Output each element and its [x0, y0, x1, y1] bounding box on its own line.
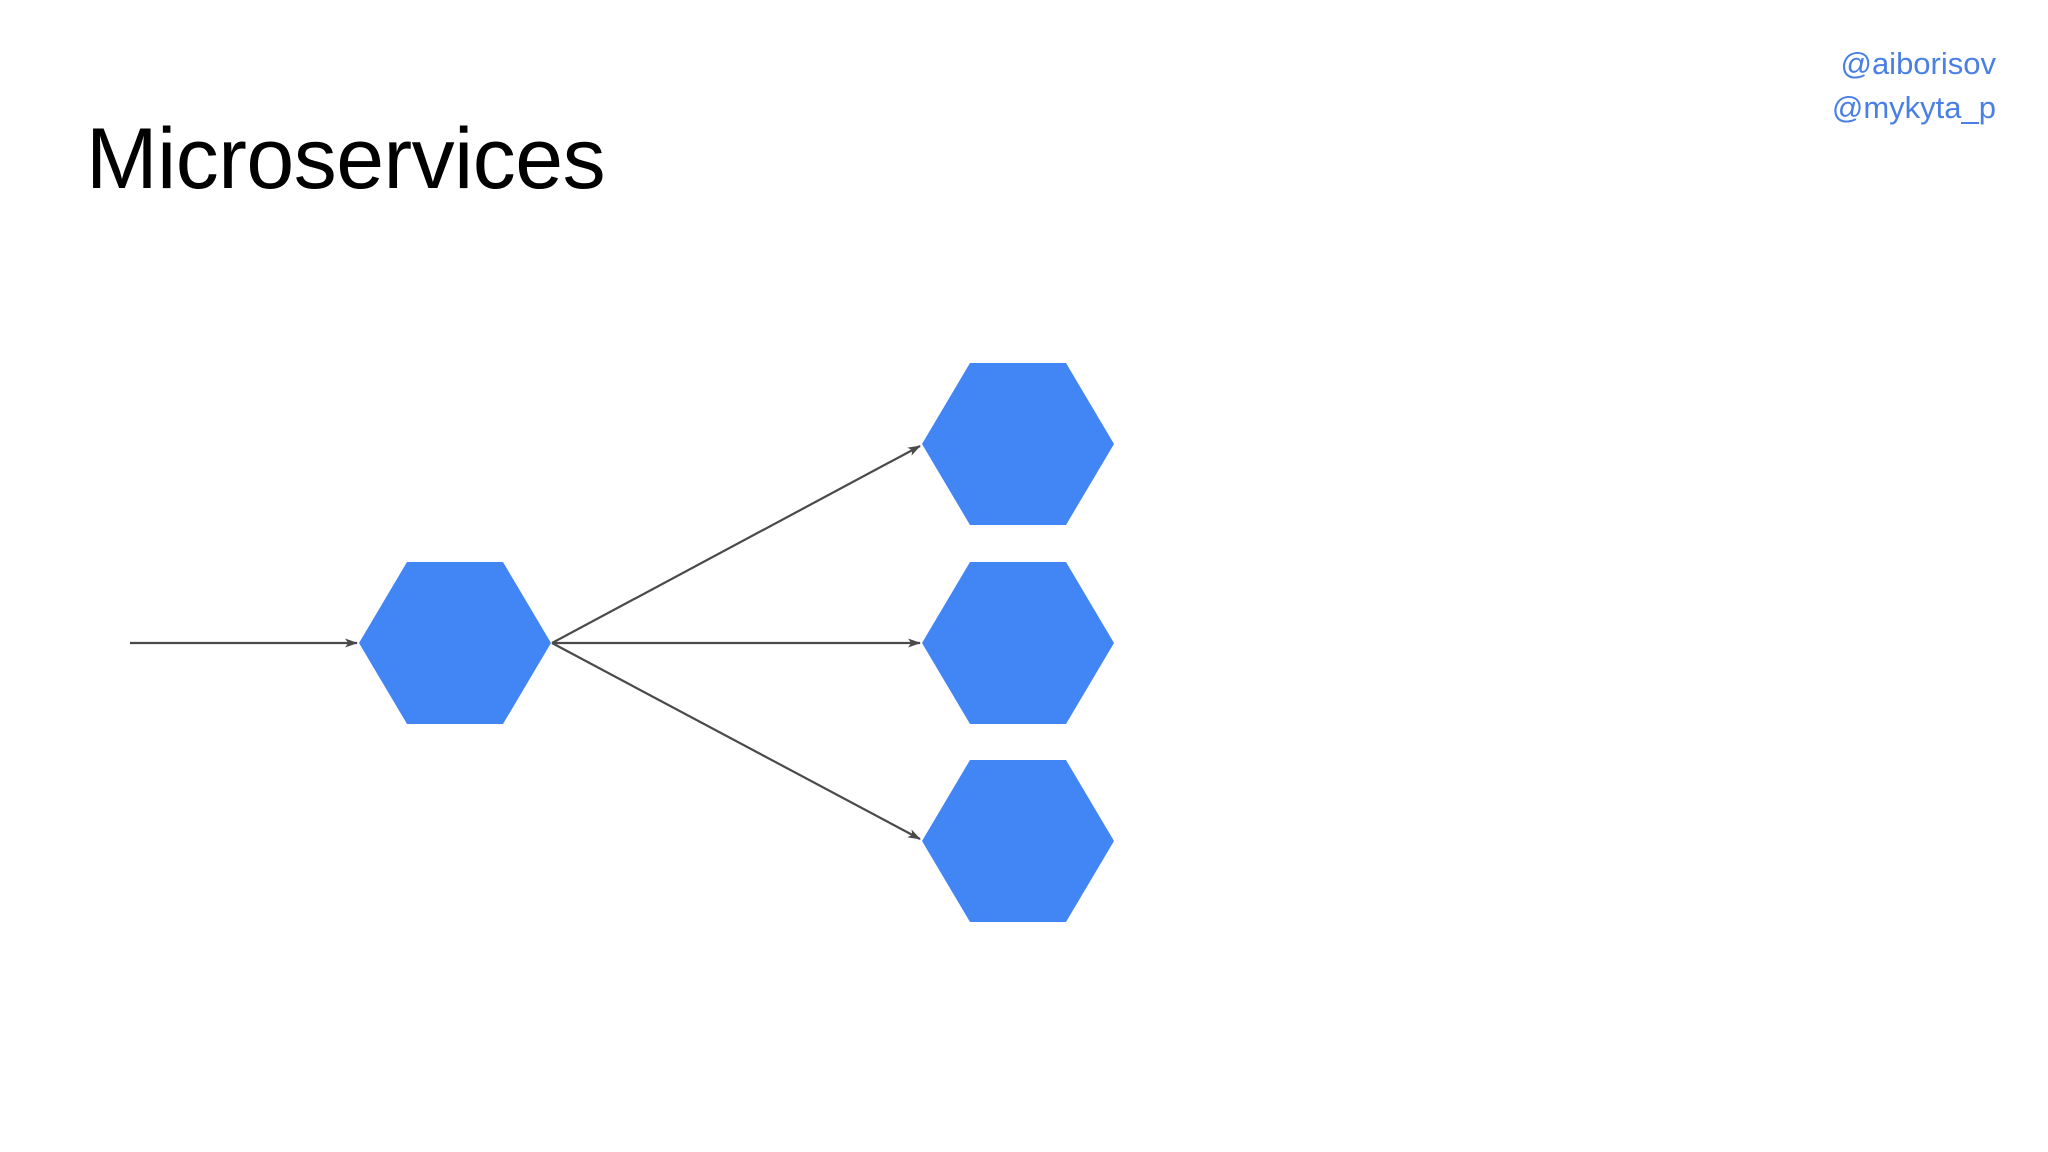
node-group: [359, 363, 1114, 922]
page-title: Microservices: [86, 111, 606, 207]
hexagon-node-service-2[interactable]: [922, 562, 1114, 724]
hexagon-node-gateway[interactable]: [359, 562, 551, 724]
author-handles: @aiborisov @mykyta_p: [1832, 42, 1996, 130]
edge-gateway-to-service-3: [551, 642, 921, 840]
hexagon-node-service-1[interactable]: [922, 363, 1114, 525]
edge-group: [130, 445, 921, 840]
hexagon-node-service-3[interactable]: [922, 760, 1114, 922]
handle-aiborisov[interactable]: @aiborisov: [1840, 46, 1996, 81]
edge-gateway-to-service-1: [551, 445, 921, 644]
handle-mykyta-p[interactable]: @mykyta_p: [1831, 90, 1996, 126]
